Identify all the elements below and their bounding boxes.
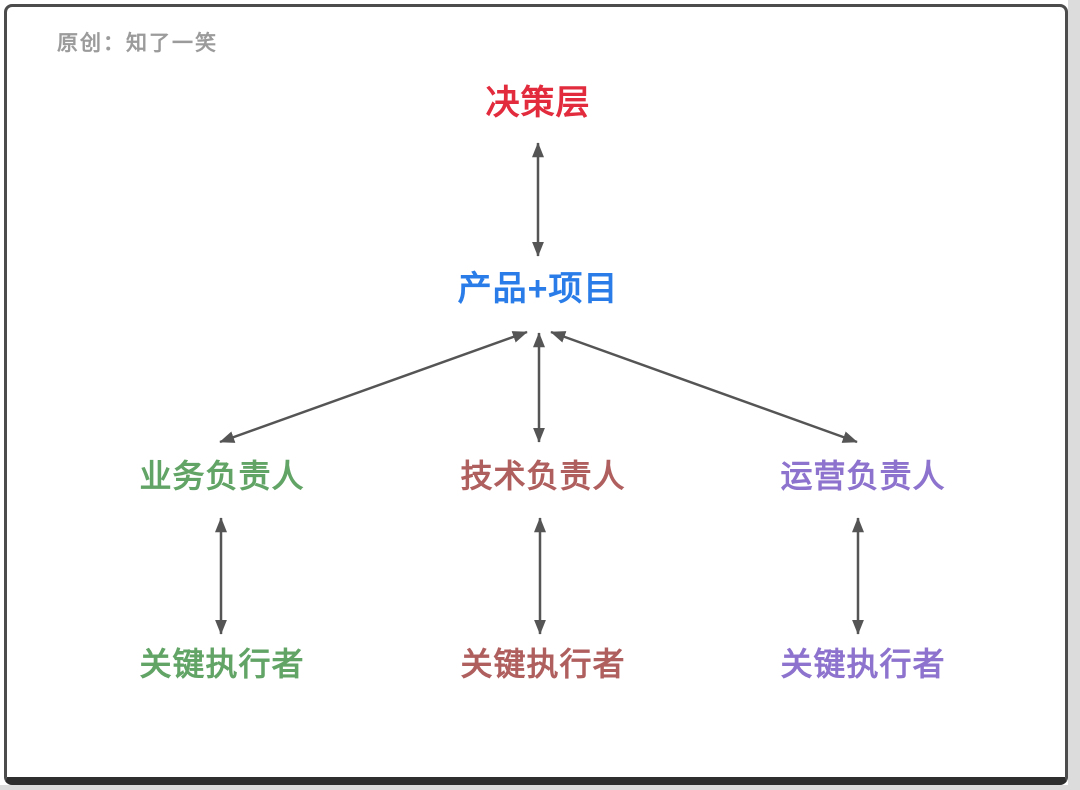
- node-tech-executor: 关键执行者: [460, 646, 626, 682]
- screenshot-right-edge: [1068, 0, 1080, 790]
- node-tech-lead: 技术负责人: [460, 458, 626, 494]
- watermark-author: 原创：知了一笑: [57, 32, 218, 55]
- node-product-project: 产品+项目: [457, 270, 619, 308]
- node-business-lead: 业务负责人: [139, 458, 305, 494]
- node-operations-executor: 关键执行者: [780, 646, 946, 682]
- screenshot-bottom-edge: [0, 785, 1080, 790]
- node-business-executor: 关键执行者: [139, 646, 305, 682]
- node-operations-lead: 运营负责人: [780, 458, 946, 494]
- node-decision-layer: 决策层: [485, 84, 591, 122]
